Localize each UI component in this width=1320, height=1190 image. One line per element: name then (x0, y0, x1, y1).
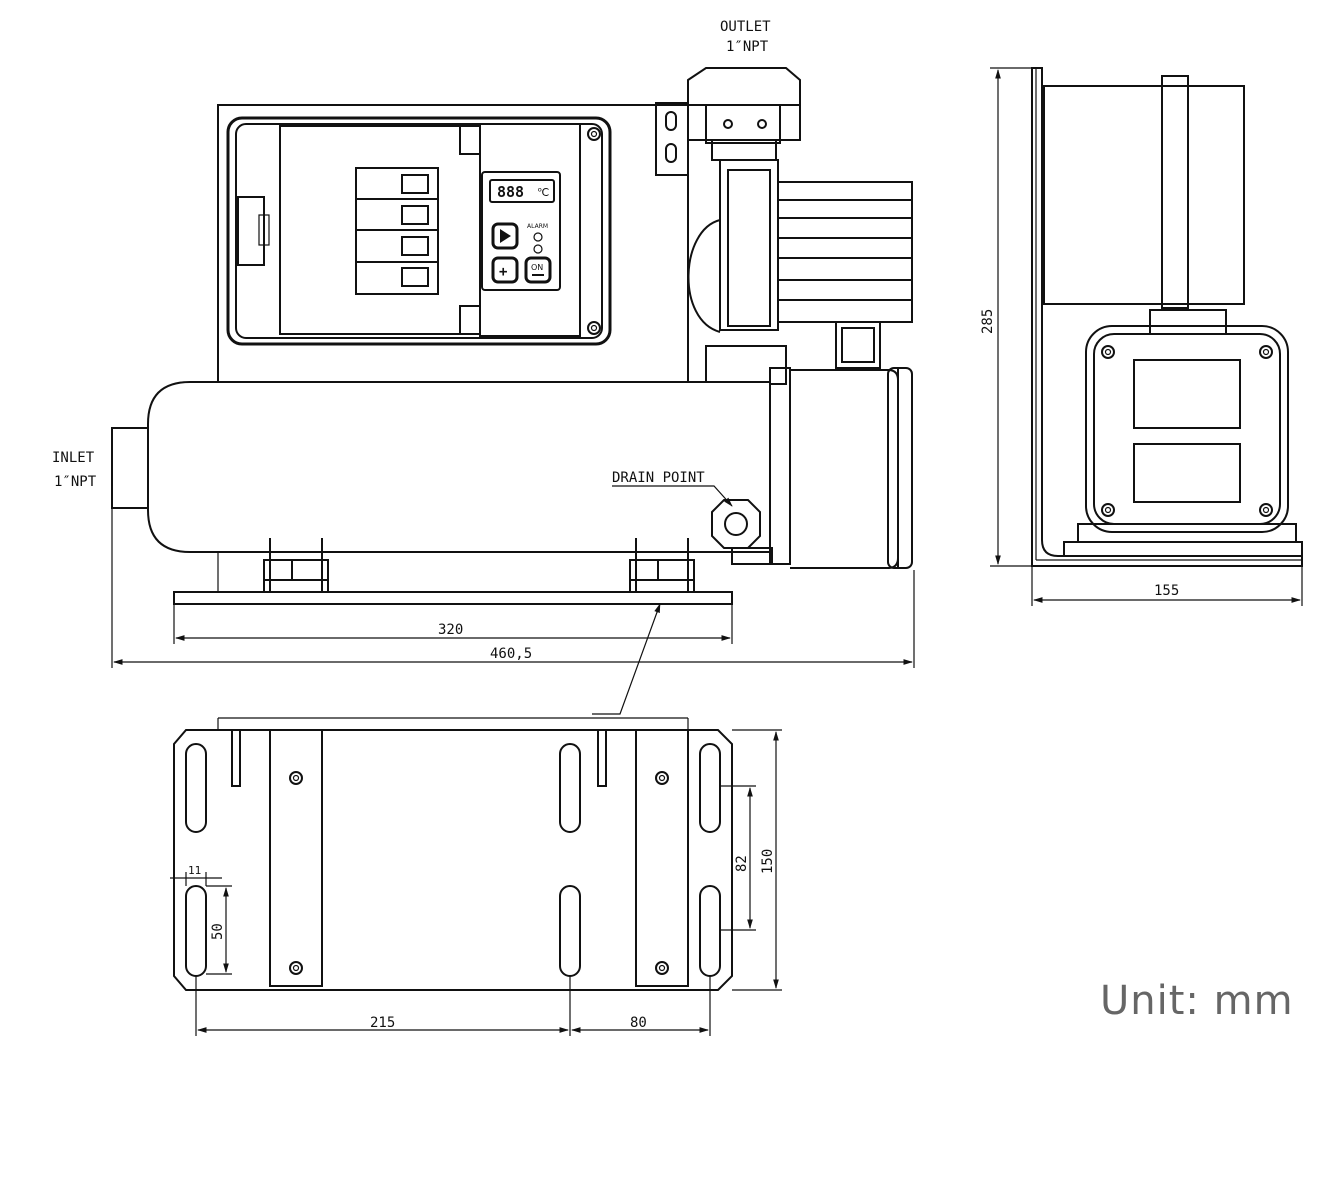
outlet-label: OUTLET (720, 19, 771, 35)
on-button[interactable] (524, 256, 552, 284)
play-icon (500, 229, 511, 243)
heater-tube (111, 367, 913, 569)
plus-button[interactable] (491, 256, 519, 284)
control-box (226, 116, 612, 346)
dim-base-length: 320 (438, 622, 463, 638)
display-unit: ℃ (537, 186, 549, 199)
outlet-size: 1″NPT (726, 39, 769, 55)
on-button-label: ON (531, 263, 543, 272)
play-button[interactable] (491, 222, 519, 250)
dim-hole-spacing-short: 80 (630, 1015, 647, 1031)
dim-depth: 155 (1154, 583, 1179, 599)
slot (559, 743, 581, 833)
slot (559, 885, 581, 977)
inlet-size: 1″NPT (54, 474, 97, 490)
inlet-label: INLET (52, 450, 95, 466)
rail-right (635, 729, 689, 987)
slot (185, 743, 207, 833)
mounting-bracket (655, 102, 689, 176)
alarm-led (533, 232, 543, 242)
slot (699, 743, 721, 833)
pump-end-view (1085, 325, 1289, 533)
control-box-side (1043, 85, 1245, 305)
slot (699, 885, 721, 977)
slot (185, 885, 207, 977)
dim-hole-spacing-long: 215 (370, 1015, 395, 1031)
l-bracket (1031, 67, 1303, 567)
drain-label: DRAIN POINT (612, 470, 705, 486)
side-view: 285 155 (980, 67, 1303, 606)
dim-slot-width: 11 (188, 864, 201, 877)
dim-height: 285 (980, 309, 996, 334)
cover-latch (237, 196, 265, 266)
plus-icon: + (499, 264, 507, 280)
dim-slot-spacing: 82 (734, 855, 750, 872)
dim-plate-width: 150 (760, 849, 776, 874)
status-led (533, 244, 543, 254)
front-view: 888 ℃ + ALARM ON (52, 19, 915, 715)
temperature-display (489, 179, 555, 203)
inlet-port (111, 427, 153, 509)
base-plan-view: 11 50 82 150 215 80 (170, 717, 782, 1036)
controller-panel (479, 123, 581, 337)
pump (687, 159, 913, 385)
display-digits: 888 (497, 183, 524, 201)
dim-slot-length: 50 (210, 923, 226, 940)
drain-point: DRAIN POINT (612, 470, 761, 549)
mounting-plate (173, 729, 733, 991)
circuit-breaker (355, 167, 439, 295)
outlet-fitting (687, 67, 801, 161)
rail-left (269, 729, 323, 987)
screw (587, 127, 601, 141)
unit-note: Unit: mm (1100, 978, 1294, 1024)
screw (587, 321, 601, 335)
dim-total-length: 460,5 (490, 646, 532, 662)
base-plate (173, 591, 733, 605)
alarm-label: ALARM (527, 223, 548, 230)
